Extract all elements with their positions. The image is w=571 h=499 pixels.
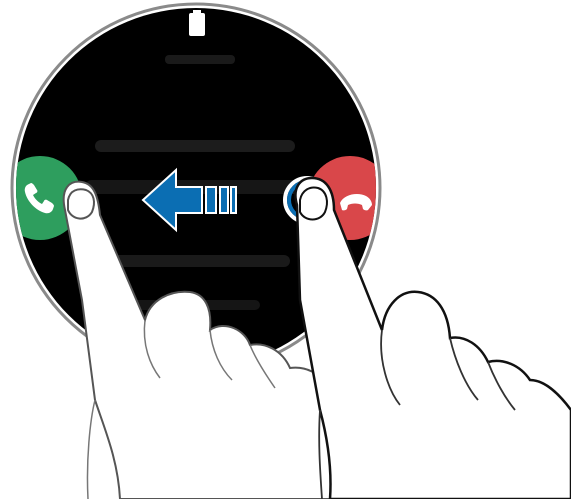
right-finger-illustration	[295, 178, 571, 499]
battery-icon	[189, 10, 205, 36]
